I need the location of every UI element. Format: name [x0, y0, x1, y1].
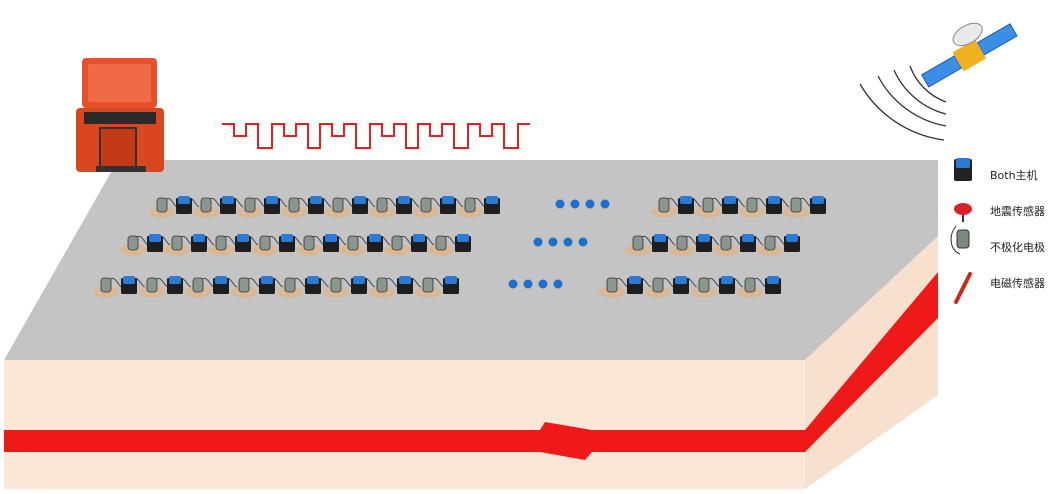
host-unit: [765, 276, 781, 294]
electrode: [415, 277, 441, 298]
electrode: [281, 197, 307, 218]
electrode: [625, 235, 651, 256]
host-unit: [652, 234, 668, 252]
legend-label-seismic-sensor: 地震传感器: [990, 205, 1045, 218]
continuation-dots: [533, 237, 588, 247]
electrode: [713, 235, 739, 256]
electrode: [237, 197, 263, 218]
square-wave-signal: [222, 123, 530, 149]
non-polarizing-electrode-icon: [950, 225, 970, 255]
host-unit: [352, 196, 368, 214]
red-layer-front: [4, 422, 805, 460]
electrode: [757, 235, 783, 256]
host-unit: [121, 276, 137, 294]
electrode: [413, 197, 439, 218]
host-unit: [722, 196, 738, 214]
electrode: [277, 277, 303, 298]
host-unit-icon: [954, 158, 972, 181]
host-unit: [191, 234, 207, 252]
signal-waves: [859, 65, 947, 141]
electrode: [164, 235, 190, 256]
electrode: [369, 197, 395, 218]
continuation-dots: [508, 279, 563, 289]
host-unit: [323, 234, 339, 252]
host-unit: [367, 234, 383, 252]
electrode: [296, 235, 322, 256]
host-unit: [213, 276, 229, 294]
host-unit: [678, 196, 694, 214]
legend: [950, 158, 972, 304]
electrode: [231, 277, 257, 298]
electrode: [645, 277, 671, 298]
electrode: [369, 277, 395, 298]
host-unit: [264, 196, 280, 214]
host-unit: [627, 276, 643, 294]
host-unit: [443, 276, 459, 294]
electrode: [252, 235, 278, 256]
host-unit: [440, 196, 456, 214]
host-unit: [411, 234, 427, 252]
electrode: [737, 277, 763, 298]
legend-label-em-sensor: 电磁传感器: [990, 277, 1045, 290]
field-instruments: [93, 196, 826, 298]
host-unit: [259, 276, 275, 294]
electrode: [149, 197, 175, 218]
electrode: [428, 235, 454, 256]
electrode: [651, 197, 677, 218]
electrode: [739, 197, 765, 218]
host-unit: [455, 234, 471, 252]
electrode: [384, 235, 410, 256]
electrode: [120, 235, 146, 256]
electrode: [783, 197, 809, 218]
electrode: [599, 277, 625, 298]
host-unit: [810, 196, 826, 214]
legend-label-electrode: 不极化电极: [990, 241, 1045, 254]
electrode: [208, 235, 234, 256]
host-unit: [279, 234, 295, 252]
satellite-icon: [921, 22, 1018, 88]
host-unit: [696, 234, 712, 252]
host-unit: [719, 276, 735, 294]
host-unit: [176, 196, 192, 214]
host-unit: [220, 196, 236, 214]
electrode: [691, 277, 717, 298]
seismic-sensor-icon: [954, 203, 972, 222]
ground-surface: [4, 160, 938, 360]
main-instrument-case: [76, 58, 164, 172]
electrode: [185, 277, 211, 298]
host-unit: [147, 234, 163, 252]
host-unit: [235, 234, 251, 252]
electrode: [325, 197, 351, 218]
host-unit: [308, 196, 324, 214]
red-layer-side: [805, 272, 938, 452]
host-unit: [396, 196, 412, 214]
host-unit: [167, 276, 183, 294]
host-unit: [351, 276, 367, 294]
legend-label-host: Both主机: [990, 169, 1038, 182]
host-unit: [397, 276, 413, 294]
electrode: [323, 277, 349, 298]
electrode: [93, 277, 119, 298]
host-unit: [784, 234, 800, 252]
electrode: [193, 197, 219, 218]
host-unit: [305, 276, 321, 294]
host-unit: [766, 196, 782, 214]
host-unit: [673, 276, 689, 294]
host-unit: [484, 196, 500, 214]
electrode: [340, 235, 366, 256]
electrode: [669, 235, 695, 256]
electrode: [695, 197, 721, 218]
continuation-dots: [555, 199, 610, 209]
em-sensor-icon: [954, 272, 972, 304]
host-unit: [740, 234, 756, 252]
electrode: [457, 197, 483, 218]
electrode: [139, 277, 165, 298]
